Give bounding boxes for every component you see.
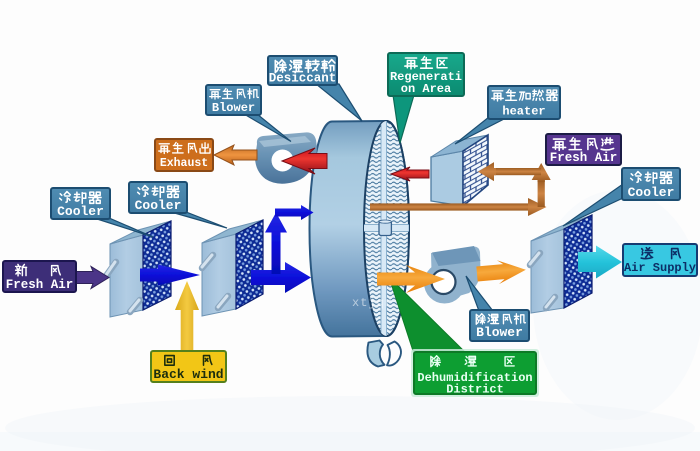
svg-text:Cooler: Cooler xyxy=(628,185,675,200)
svg-text:heater: heater xyxy=(502,105,545,119)
svg-text:Exhaust: Exhaust xyxy=(160,157,208,170)
svg-text:Cooler: Cooler xyxy=(135,198,182,213)
svg-text:on Area: on Area xyxy=(401,82,451,96)
svg-text:Air Supply: Air Supply xyxy=(624,261,696,275)
svg-text:Regenerati: Regenerati xyxy=(390,70,462,84)
svg-text:Blower: Blower xyxy=(212,101,255,115)
svg-text:Back wind: Back wind xyxy=(153,367,223,382)
svg-text:Fresh Air: Fresh Air xyxy=(6,278,74,292)
svg-text:Dehumidification: Dehumidification xyxy=(417,371,532,385)
svg-text:Blower: Blower xyxy=(476,325,523,340)
svg-text:Desiccant: Desiccant xyxy=(269,72,337,86)
svg-text:xtjqr: xtjqr xyxy=(352,296,393,310)
svg-text:Fresh Air: Fresh Air xyxy=(550,151,618,165)
svg-text:Cooler: Cooler xyxy=(57,204,104,219)
svg-text:District: District xyxy=(446,383,504,397)
